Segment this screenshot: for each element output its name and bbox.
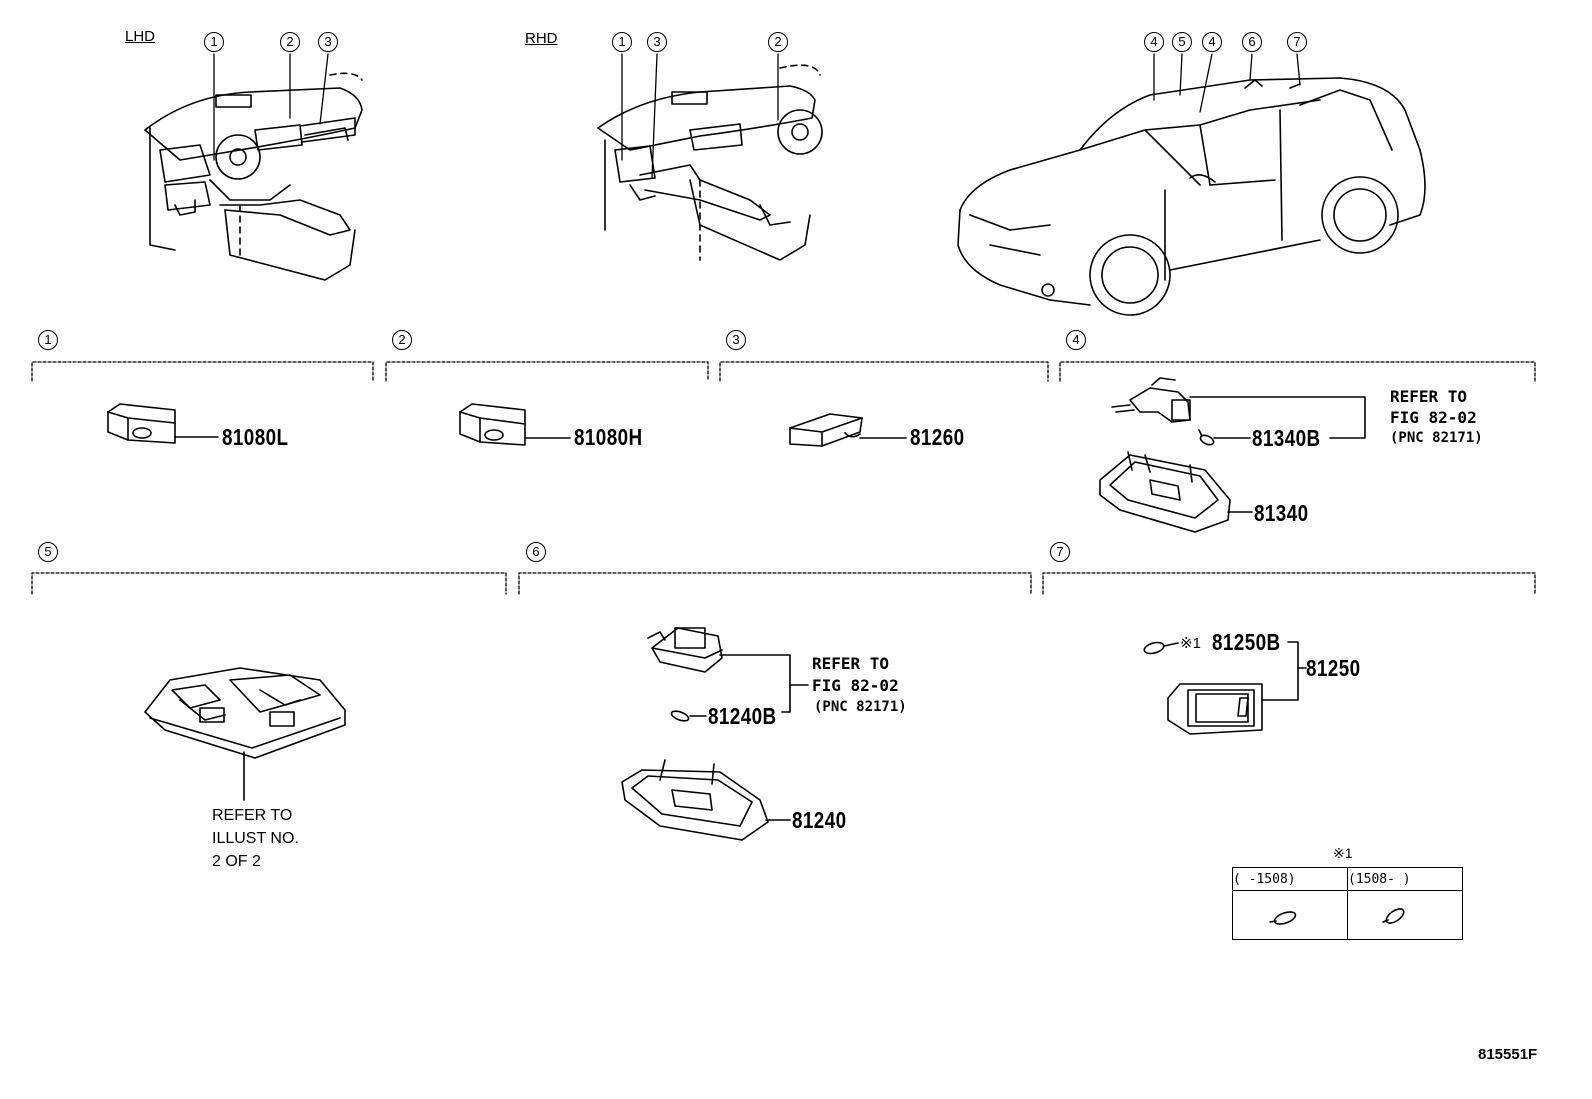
callout-5-car: 5: [1172, 32, 1192, 52]
callout-7-car: 7: [1287, 32, 1307, 52]
part-number-81080H: 81080H: [574, 424, 643, 450]
part-number-81240: 81240: [792, 807, 847, 833]
part-number-81250: 81250: [1306, 655, 1361, 681]
car-leader-lines: [1153, 53, 1301, 113]
lhd-leader-lines: [213, 53, 329, 161]
variant-table: ( -1508) (1508- ): [1232, 867, 1463, 940]
part-81260-drawing: [789, 413, 907, 447]
part-81250B-drawing: [1143, 641, 1179, 655]
section-6-index: 6: [526, 542, 546, 562]
rhd-leader-lines: [621, 53, 779, 179]
variant-table-mark: ※1: [1333, 845, 1353, 861]
refer-note-section-5-line1: REFER TO: [212, 807, 293, 824]
section-3-index: 3: [726, 330, 746, 350]
part-81340-drawing: [1099, 451, 1253, 533]
part-81080L-drawing: [107, 403, 219, 444]
callout-2-lhd: 2: [280, 32, 300, 52]
variant-col1-bulb-cell: [1232, 890, 1348, 940]
variant-col2-header: (1508- ): [1347, 867, 1463, 891]
part-number-81250B: 81250B: [1212, 629, 1281, 655]
part-81240-drawing: [621, 759, 791, 841]
refer-note-section-5-line2: ILLUST NO.: [212, 830, 299, 847]
part-number-81240B: 81240B: [708, 703, 777, 729]
part-81240B-drawing: [647, 627, 809, 722]
part-81250-drawing: [1167, 641, 1307, 735]
refer-note-section-4-line2: FIG 82-02: [1390, 408, 1477, 427]
part-5-overhead-console-drawing: [144, 667, 346, 801]
section-brackets: [31, 361, 1536, 595]
section-2-index: 2: [392, 330, 412, 350]
section-4-index: 4: [1066, 330, 1086, 350]
section-5-index: 5: [38, 542, 58, 562]
lhd-dashboard-illustration: [144, 72, 363, 281]
section-1-index: 1: [38, 330, 58, 350]
part-number-81340: 81340: [1254, 500, 1309, 526]
callout-1-rhd: 1: [612, 32, 632, 52]
callout-4-car-a: 4: [1144, 32, 1164, 52]
variant-col1-header: ( -1508): [1232, 867, 1348, 891]
refer-note-section-4-line1: REFER TO: [1390, 387, 1468, 406]
callout-3-lhd: 3: [318, 32, 338, 52]
part-number-81340B: 81340B: [1252, 425, 1321, 451]
figure-id: 815551F: [1478, 1046, 1538, 1063]
refer-note-section-6-line2: FIG 82-02: [812, 676, 899, 695]
refer-note-section-6-line1: REFER TO: [812, 654, 890, 673]
lhd-label: LHD: [125, 28, 156, 45]
callout-1-lhd: 1: [204, 32, 224, 52]
part-number-81080L: 81080L: [222, 424, 289, 450]
callout-3-rhd: 3: [647, 32, 667, 52]
part-number-81260: 81260: [910, 424, 965, 450]
section-7-index: 7: [1050, 542, 1070, 562]
callout-6-car: 6: [1242, 32, 1262, 52]
rhd-dashboard-illustration: [597, 64, 823, 261]
part-81080H-drawing: [459, 403, 571, 446]
callout-4-car-b: 4: [1202, 32, 1222, 52]
refer-note-section-6-line3: (PNC 82171): [814, 699, 907, 715]
part-81340B-drawing: [1111, 377, 1366, 446]
callout-2-rhd: 2: [768, 32, 788, 52]
refer-note-section-5-line3: 2 OF 2: [212, 853, 261, 870]
refer-note-section-4-line3: (PNC 82171): [1390, 430, 1483, 446]
car-illustration: [957, 77, 1426, 316]
rhd-label: RHD: [525, 30, 558, 47]
note-mark-section-7: ※1: [1180, 635, 1201, 652]
variant-col2-bulb-cell: [1347, 890, 1463, 940]
